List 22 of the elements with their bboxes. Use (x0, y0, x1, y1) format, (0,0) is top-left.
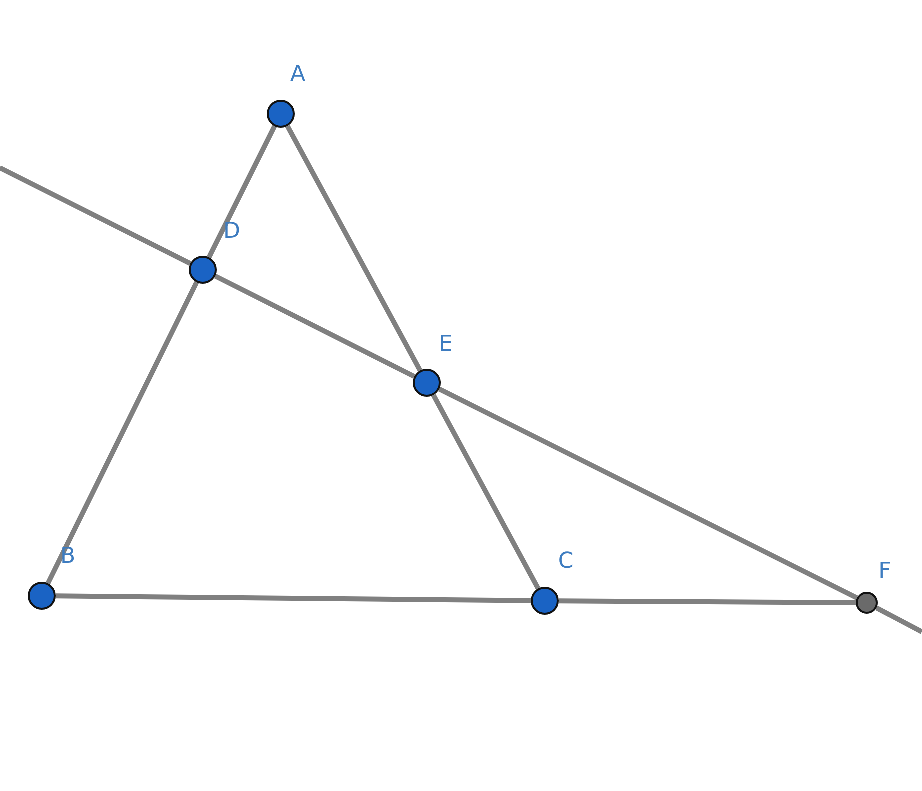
point-dot (28, 582, 56, 610)
line-segment (438, 387, 858, 600)
line-segment (0, 166, 192, 266)
point-label: B (60, 546, 76, 568)
line-segment (207, 125, 277, 259)
point-label: C (558, 551, 574, 573)
line-segment (46, 281, 200, 585)
point-label: F (878, 561, 892, 583)
point-label: D (224, 221, 240, 243)
line-segment (558, 598, 856, 606)
point-dot (531, 587, 559, 615)
point-dot (413, 369, 441, 397)
point-dot (189, 256, 217, 284)
line-segment (285, 125, 423, 372)
point-label: E (439, 334, 453, 356)
point-dot (856, 592, 878, 614)
line-segment (876, 606, 922, 634)
line-segment (56, 594, 532, 604)
line-segment (431, 394, 541, 590)
point-dot (267, 100, 295, 128)
line-segment (214, 274, 416, 379)
point-label: A (290, 64, 306, 86)
